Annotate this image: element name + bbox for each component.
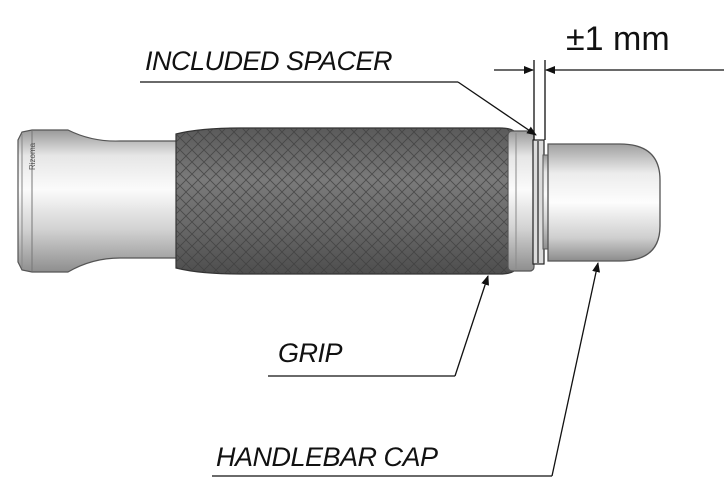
grip-rubber	[175, 127, 517, 275]
grip-leader	[268, 275, 489, 377]
tolerance-label: ±1 mm	[566, 20, 670, 58]
tolerance-dimension	[494, 60, 724, 140]
spacer-disc	[532, 139, 545, 265]
grip-body-metal	[17, 129, 201, 273]
spacer-label: INCLUDED SPACER	[145, 46, 393, 76]
handlebar-cap-label: HANDLEBAR CAP	[216, 442, 438, 472]
cap-leader	[212, 262, 601, 477]
grip-end-collar	[507, 130, 535, 272]
brand-engraving: Rizoma	[28, 142, 37, 170]
spacer-leader	[140, 81, 537, 136]
handlebar-cap	[547, 143, 661, 262]
grip-label: GRIP	[278, 338, 343, 368]
